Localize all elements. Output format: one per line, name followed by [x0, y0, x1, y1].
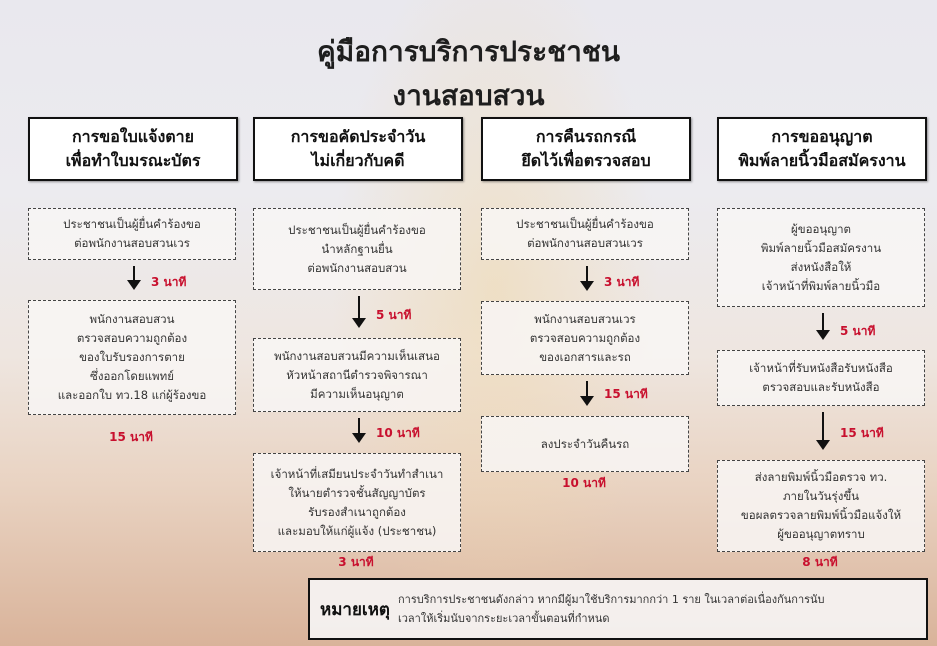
step-duration: 15 นาที [604, 387, 648, 401]
step-text: เจ้าหน้าที่พิมพ์ลายนิ้วมือ [761, 278, 881, 293]
note-line: เวลาให้เริ่มนับจากระยะเวลาขั้นตอนที่กำหน… [397, 612, 610, 625]
down-arrow-icon [352, 296, 366, 328]
header-line: ยึดไว้เพื่อตรวจสอบ [521, 151, 651, 170]
step-text: ตรวจสอบความถูกต้อง [529, 330, 641, 345]
step-text: และมอบให้แก่ผู้แจ้ง (ประชาชน) [277, 523, 437, 538]
header-line: พิมพ์ลายนิ้วมือสมัครงาน [738, 151, 906, 170]
final-duration: 15 นาที [109, 430, 153, 444]
step-text: ของเอกสารและรถ [539, 349, 631, 364]
column-header: การขอคัดประจำวันไม่เกี่ยวกับคดี [253, 117, 463, 181]
step-box: เจ้าหน้าที่เสมียนประจำวันทำสำเนาให้นายตำ… [253, 453, 461, 552]
step-box: ประชาชนเป็นผู้ยื่นคำร้องขอนำหลักฐานยื่นต… [253, 208, 461, 290]
step-text: ต่อพนักงานสอบสวนเวร [527, 236, 643, 250]
step-text: นำหลักฐานยื่น [321, 241, 393, 256]
header-line: เพื่อทำใบมรณะบัตร [65, 151, 201, 170]
step-text: ประชาชนเป็นผู้ยื่นคำร้องขอ [63, 217, 201, 231]
header-line: การขออนุญาต [771, 127, 873, 146]
step-text: ส่งหนังสือให้ [790, 259, 852, 274]
step-box: ประชาชนเป็นผู้ยื่นคำร้องขอต่อพนักงานสอบส… [28, 208, 236, 260]
step-text: เจ้าหน้าที่รับหนังสือรับหนังสือ [749, 361, 893, 375]
step-text: ส่งลายพิมพ์นิ้วมือตรวจ ทว. [754, 470, 888, 484]
step-text: ประชาชนเป็นผู้ยื่นคำร้องขอ [516, 217, 654, 231]
step-box: ส่งลายพิมพ์นิ้วมือตรวจ ทว. ภายในวันรุ่งขึ… [717, 460, 925, 552]
step-duration: 5 นาที [376, 308, 412, 322]
page-title: คู่มือการบริการประชาชน [317, 35, 620, 68]
down-arrow-icon [580, 266, 594, 291]
step-text: มีความเห็นอนุญาต [310, 386, 404, 401]
step-text: พนักงานสอบสวน [89, 312, 175, 326]
step-text: รับรองสำเนาถูกต้อง [308, 504, 406, 519]
step-box: ลงประจำวันคืนรถ [481, 416, 689, 472]
header-line: การขอใบแจ้งตาย [71, 127, 195, 146]
step-box: พนักงานสอบสวนตรวจสอบความถูกต้องของใบรับร… [28, 300, 236, 415]
step-box: พนักงานสอบสวนเวรตรวจสอบความถูกต้องของเอก… [481, 301, 689, 375]
step-text: ตรวจสอบความถูกต้อง [76, 331, 188, 345]
step-text: หัวหน้าสถานีตำรวจพิจารณา [286, 367, 428, 382]
step-box: เจ้าหน้าที่รับหนังสือรับหนังสือตรวจสอบแล… [717, 350, 925, 406]
step-text: ซึ่งออกโดยแพทย์ [90, 369, 174, 383]
page-subtitle: งานสอบสวน [392, 79, 545, 112]
step-text: เจ้าหน้าที่เสมียนประจำวันทำสำเนา [270, 466, 444, 481]
header-line: ไม่เกี่ยวกับคดี [311, 151, 405, 170]
note-text: การบริการประชาชนดังกล่าว หากมีผู้มาใช้บร… [398, 590, 825, 628]
step-duration: 5 นาที [840, 324, 876, 338]
column-header: การคืนรถกรณียึดไว้เพื่อตรวจสอบ [481, 117, 691, 181]
step-text: ต่อพนักงานสอบสวนเวร [74, 236, 190, 250]
step-text: ประชาชนเป็นผู้ยื่นคำร้องขอ [288, 222, 426, 237]
column-header: การขออนุญาตพิมพ์ลายนิ้วมือสมัครงาน [717, 117, 927, 181]
step-text: ผู้ขออนุญาตทราบ [777, 527, 865, 541]
down-arrow-icon [816, 313, 830, 340]
step-text: พนักงานสอบสวนมีความเห็นเสนอ [274, 348, 440, 363]
step-text: ของใบรับรองการตาย [79, 350, 185, 364]
final-duration: 10 นาที [562, 476, 606, 490]
step-text: และออกใบ ทว.18 แก่ผู้ร้องขอ [57, 388, 207, 402]
note-label: หมายเหตุ [320, 599, 390, 620]
step-text: ขอผลตรวจลายพิมพ์นิ้วมือแจ้งให้ [740, 508, 902, 522]
down-arrow-icon [580, 381, 594, 406]
note-line: การบริการประชาชนดังกล่าว หากมีผู้มาใช้บร… [397, 593, 825, 606]
step-text: ตรวจสอบและรับหนังสือ [762, 380, 880, 394]
step-duration: 3 นาที [151, 275, 187, 289]
step-box: พนักงานสอบสวนมีความเห็นเสนอหัวหน้าสถานีต… [253, 338, 461, 412]
down-arrow-icon [352, 418, 366, 443]
step-duration: 15 นาที [840, 426, 884, 440]
column-header: การขอใบแจ้งตายเพื่อทำใบมรณะบัตร [28, 117, 238, 181]
final-duration: 3 นาที [338, 555, 374, 569]
final-duration: 8 นาที [802, 555, 838, 569]
step-text: ให้นายตำรวจชั้นสัญญาบัตร [288, 485, 426, 500]
note-box: หมายเหตุ การบริการประชาชนดังกล่าว หากมีผ… [308, 578, 928, 640]
header-line: การขอคัดประจำวัน [290, 127, 426, 146]
step-text: ภายในวันรุ่งขึ้น [782, 489, 860, 503]
step-text: พนักงานสอบสวนเวร [534, 311, 636, 326]
step-text: พิมพ์ลายนิ้วมือสมัครงาน [760, 240, 882, 255]
down-arrow-icon [816, 412, 830, 450]
step-duration: 3 นาที [604, 275, 640, 289]
step-text: ลงประจำวันคืนรถ [540, 436, 630, 451]
down-arrow-icon [127, 266, 141, 290]
header-line: การคืนรถกรณี [535, 127, 637, 146]
step-text: ต่อพนักงานสอบสวน [307, 260, 407, 275]
step-text: ผู้ขออนุญาต [791, 221, 851, 236]
step-box: ประชาชนเป็นผู้ยื่นคำร้องขอต่อพนักงานสอบส… [481, 208, 689, 260]
step-box: ผู้ขออนุญาตพิมพ์ลายนิ้วมือสมัครงานส่งหนั… [717, 208, 925, 307]
step-duration: 10 นาที [376, 426, 420, 440]
